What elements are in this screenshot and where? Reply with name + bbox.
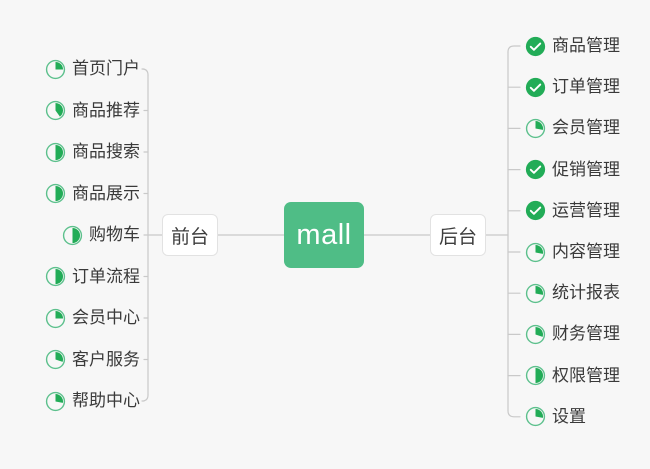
frontend-leaf-item[interactable]: 商品展示 [45,181,140,207]
pie-progress-icon [45,266,66,287]
frontend-leaf-item[interactable]: 客户服务 [45,347,140,373]
leaf-label: 内容管理 [552,242,620,261]
frontend-leaf-item[interactable]: 帮助中心 [45,388,140,414]
pie-progress-icon [45,100,66,121]
frontend-leaf-item[interactable]: 首页门户 [45,56,140,82]
frontend-leaf-item[interactable]: 购物车 [62,222,140,248]
backend-leaf-item[interactable]: 会员管理 [525,115,620,141]
check-circle-icon [525,201,546,221]
frontend-leaf-item[interactable]: 会员中心 [45,305,140,331]
center-node-mall[interactable]: mall [284,202,364,268]
pie-progress-icon [45,183,66,204]
leaf-label: 客户服务 [72,349,140,369]
frontend-leaf-item[interactable]: 订单流程 [45,264,140,290]
pie-progress-icon [525,118,546,139]
leaf-label: 设置 [552,406,586,426]
backend-leaf-item[interactable]: 权限管理 [525,363,620,389]
backend-leaf-item[interactable]: 内容管理 [525,239,620,265]
backend-leaf-item[interactable]: 设置 [525,404,586,430]
leaf-label: 统计报表 [552,283,620,303]
leaf-label: 商品展示 [72,183,140,203]
pie-progress-icon [525,283,546,303]
branch-node-backend[interactable]: 后台 [430,214,486,256]
backend-leaf-item[interactable]: 订单管理 [525,74,620,100]
frontend-leaf-item[interactable]: 商品推荐 [45,98,140,124]
check-circle-icon [525,77,546,97]
leaf-label: 订单管理 [552,77,620,97]
leaf-label: 商品搜索 [72,142,140,161]
pie-progress-icon [62,225,83,245]
pie-progress-icon [45,308,66,328]
branch-node-frontend-label: 前台 [170,226,209,248]
leaf-label: 首页门户 [72,59,140,78]
backend-leaf-item[interactable]: 促销管理 [525,157,620,183]
leaf-label: 会员管理 [552,118,620,138]
leaf-label: 会员中心 [72,308,140,327]
backend-leaf-item[interactable]: 运营管理 [525,198,620,224]
check-circle-icon [525,159,546,180]
check-circle-icon [525,36,546,56]
backend-leaf-item[interactable]: 财务管理 [525,321,620,347]
leaf-label: 运营管理 [552,200,620,220]
leaf-label: 促销管理 [552,159,620,179]
backend-leaf-item[interactable]: 统计报表 [525,280,620,306]
leaf-label: 商品推荐 [72,100,140,120]
leaf-label: 权限管理 [552,365,620,385]
pie-progress-icon [45,142,66,162]
pie-progress-icon [525,407,546,427]
pie-progress-icon [45,349,66,370]
leaf-label: 购物车 [89,225,140,244]
pie-progress-icon [525,242,546,262]
pie-progress-icon [45,59,66,79]
leaf-label: 财务管理 [552,324,620,344]
center-node-label: mall [296,218,352,251]
pie-progress-icon [525,324,546,345]
leaf-label: 商品管理 [552,36,620,55]
pie-progress-icon [45,391,66,411]
branch-node-backend-label: 后台 [438,226,477,248]
leaf-label: 帮助中心 [72,391,140,410]
leaf-label: 订单流程 [72,266,140,286]
backend-leaf-item[interactable]: 商品管理 [525,33,620,59]
pie-progress-icon [525,365,546,386]
branch-node-frontend[interactable]: 前台 [162,214,218,256]
frontend-leaf-item[interactable]: 商品搜索 [45,139,140,165]
